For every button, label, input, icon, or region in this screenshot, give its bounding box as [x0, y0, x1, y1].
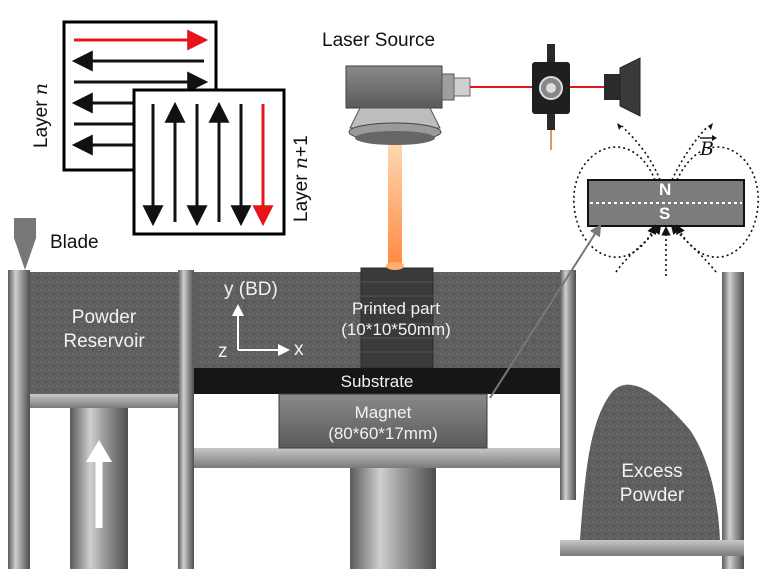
support-beam: [194, 448, 560, 468]
build-piston-rod: [350, 468, 436, 569]
field-b-label: B: [700, 138, 714, 160]
pole-s-label: S: [659, 204, 671, 223]
scan-panel-layer-n1: [132, 88, 286, 236]
blade-icon: [14, 218, 36, 270]
field-vector-symbol: [700, 135, 717, 141]
divider-wall: [178, 270, 194, 569]
lens-icon: [604, 57, 641, 117]
magnet-block: [278, 393, 488, 449]
magnet-field-inset: [573, 123, 759, 276]
substrate-plate: [194, 368, 560, 394]
left-wall: [8, 270, 30, 569]
layer-n-label: Layer n: [30, 82, 52, 148]
laser-source-label: Laser Source: [322, 30, 436, 51]
overflow-post: [722, 272, 744, 569]
magnet-label: Magnet (80*60*17mm): [328, 403, 438, 444]
reservoir-up-arrow-icon: [86, 440, 112, 528]
axis-x-label: x: [294, 339, 304, 360]
laser-source-icon: [345, 65, 471, 145]
laser-beam-vertical: [388, 145, 402, 268]
melt-pool: [386, 262, 404, 270]
excess-powder-heap: [580, 384, 720, 540]
coordinate-axes: [232, 304, 290, 356]
build-right-wall: [560, 270, 576, 500]
printed-part-label: Printed part (10*10*50mm): [341, 299, 451, 340]
axis-y-label: y (BD): [224, 279, 278, 300]
excess-powder-label: Excess Powder: [619, 461, 685, 506]
printed-part-layers: [361, 281, 433, 353]
machine-frame: [8, 270, 744, 569]
pole-n-label: N: [659, 180, 672, 199]
reservoir-plate: [30, 394, 178, 408]
substrate-label: Substrate: [340, 372, 414, 391]
galvo-scanner-icon: [532, 44, 570, 150]
layer-n1-label: Layer n+1: [290, 135, 312, 222]
overflow-floor: [560, 540, 744, 556]
inset-pointer: [489, 223, 602, 399]
blade-label: Blade: [50, 232, 99, 253]
powder-reservoir-fill: [30, 272, 178, 394]
powder-reservoir-label: Powder Reservoir: [63, 307, 145, 352]
axis-z-label: z: [218, 341, 228, 362]
